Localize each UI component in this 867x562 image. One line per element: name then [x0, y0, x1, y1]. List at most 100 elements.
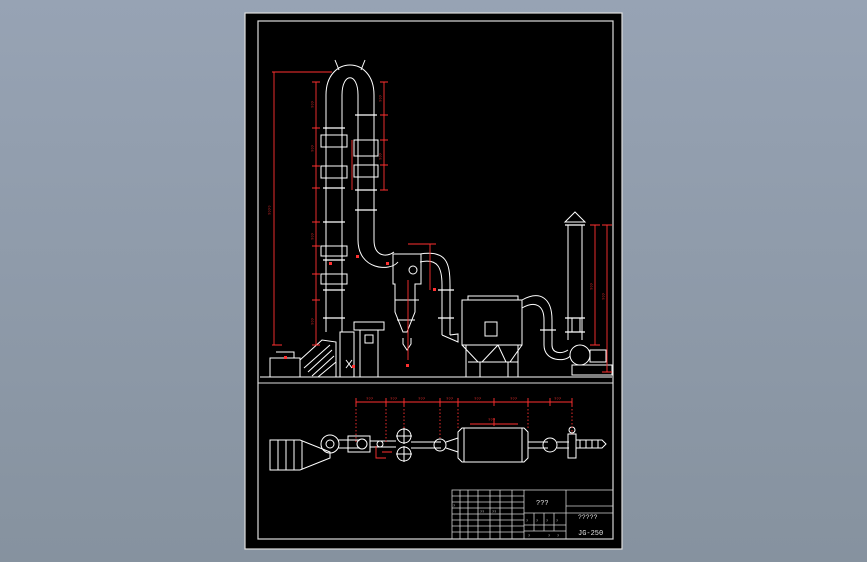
- title-block-small-cells: [533, 513, 555, 531]
- grid-text: ?: [546, 520, 548, 524]
- plan-fan: [542, 437, 558, 453]
- plan-riser: [356, 438, 368, 450]
- revision-grid-rows: [452, 495, 524, 533]
- chimney-door: [571, 317, 581, 333]
- title-block-small-texts: ? ?? ?? ? ? ? ? ? ? ?: [453, 505, 559, 539]
- dimension-text: ???: [591, 282, 595, 290]
- plan-pipe-to-filter: [411, 441, 441, 449]
- marker: [406, 364, 409, 367]
- downcomer-dimension-ticks: [380, 81, 388, 191]
- furnace-door: [364, 334, 374, 344]
- elevation-dimensions: [272, 71, 612, 373]
- title-block-frame: [451, 489, 614, 540]
- elevation-view: [260, 59, 613, 378]
- drawing-frame: [257, 20, 614, 540]
- drawing-title: ???: [536, 500, 549, 508]
- grid-text: ?: [528, 535, 530, 539]
- marker: [329, 262, 332, 265]
- dimension-text: ???: [312, 144, 316, 152]
- riser-expansion-sections: [320, 134, 348, 285]
- drawing-number: JG-250: [578, 530, 603, 538]
- plan-furnace-core: [325, 439, 335, 449]
- duct-inlet: [441, 333, 459, 343]
- cyclone-dimensions: [407, 243, 436, 360]
- chimney-stack: [567, 225, 583, 340]
- elevation-markers: [284, 255, 436, 368]
- grid-text: ?: [556, 520, 558, 524]
- furnace-top: [353, 321, 385, 331]
- plan-view: [269, 426, 607, 471]
- riser-flanges: [323, 127, 345, 319]
- grid-text: ?: [536, 520, 538, 524]
- cyclone-discharge-valve: [402, 338, 412, 351]
- duct-elbow-to-fan: [543, 344, 571, 361]
- plan-exhaust-duct: [528, 441, 548, 449]
- bend-joints: [334, 59, 366, 71]
- downcomer-tube: [357, 95, 375, 240]
- dimension-text: ???: [380, 94, 384, 102]
- plan-bag-filter: [457, 427, 529, 463]
- marker: [386, 262, 389, 265]
- bag-filter-hatch: [484, 321, 498, 337]
- transfer-duct: [419, 252, 451, 335]
- plan-filter-inlet: [445, 437, 459, 453]
- grid-text: ??: [492, 511, 496, 515]
- chimney-height-dimension: [590, 224, 600, 346]
- plan-filter-dimension: [470, 418, 518, 426]
- plan-shaft: [576, 439, 607, 449]
- marker: [433, 288, 436, 291]
- grid-text: ??: [480, 511, 484, 515]
- dimension-text: ???: [446, 398, 454, 402]
- dimension-text: ???: [390, 398, 398, 402]
- bag-filter-legs: [465, 345, 519, 377]
- marker: [356, 255, 359, 258]
- transfer-duct-flanges: [438, 289, 454, 319]
- dimension-text: ???: [510, 398, 518, 402]
- fan-motor: [589, 349, 607, 363]
- bag-filter-top: [467, 295, 519, 301]
- dimension-text: ???: [418, 398, 426, 402]
- dimension-text: ???: [380, 152, 384, 160]
- grid-text: ?: [557, 535, 559, 539]
- hopper-hatch: [303, 344, 337, 378]
- dimension-text: ???: [488, 419, 496, 423]
- fan-base: [571, 364, 613, 376]
- dimension-text: ???: [474, 398, 482, 402]
- dimension-text: ???: [366, 398, 374, 402]
- overall-height-dimension: [272, 71, 332, 346]
- marker: [284, 356, 287, 359]
- dimension-text: ???: [603, 292, 607, 300]
- plan-elbow: [433, 438, 447, 452]
- riser-dimension-ticks: [312, 81, 320, 346]
- downcomer-expansion-sections: [353, 139, 379, 178]
- downcomer-flanges: [355, 114, 377, 211]
- plan-fan-outlet: [557, 441, 569, 449]
- drawing-sheet: [244, 12, 623, 550]
- top-u-bend: [325, 64, 375, 96]
- plan-dimension-texts: ??? ??? ??? ??? ??? ??? ??? ???: [366, 398, 562, 423]
- exhaust-duct: [521, 295, 553, 345]
- drawing-subtitle: ?????: [578, 514, 598, 521]
- cyclone-inlet-marker: [408, 265, 418, 275]
- grid-text: ?: [453, 505, 455, 509]
- plan-local-dimension: [375, 446, 392, 459]
- title-block: [451, 489, 614, 540]
- heater-cross: [345, 359, 353, 369]
- chimney-cap: [563, 211, 587, 223]
- chimney-total-dimension: [602, 224, 612, 373]
- dimension-text: ???: [312, 317, 316, 325]
- plan-feeder: [269, 439, 331, 471]
- air-heater: [339, 331, 355, 378]
- plan-pipe: [370, 440, 396, 448]
- plan-feeder-ribs: [277, 440, 303, 470]
- dimension-text: ???: [312, 100, 316, 108]
- plan-dimensions: [355, 398, 573, 459]
- cyclone-bands: [395, 299, 419, 321]
- grid-text: ?: [548, 535, 550, 539]
- marker: [352, 365, 355, 368]
- dimension-text: ???: [554, 398, 562, 402]
- grid-text: ?: [526, 520, 528, 524]
- cyclone-separator: [392, 253, 422, 333]
